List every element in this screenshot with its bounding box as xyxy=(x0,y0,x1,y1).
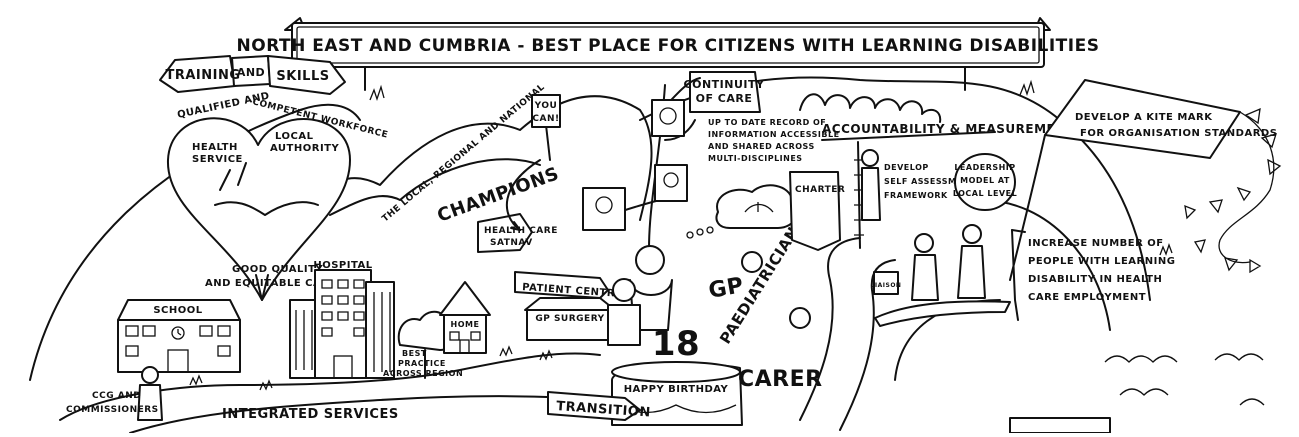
liaison-label: LIAISON xyxy=(871,282,902,289)
develop-2: SELF ASSESSMENT xyxy=(884,177,976,186)
school-label: SCHOOL xyxy=(153,305,202,316)
ribbon-training: TRAINING xyxy=(165,68,240,83)
kite-text-2: FOR ORGANISATION STANDARDS xyxy=(1080,128,1277,139)
leadership-3: LOCAL LEVEL xyxy=(953,189,1017,198)
employment-1: INCREASE NUMBER OF xyxy=(1028,238,1164,249)
grass-bottom xyxy=(189,345,553,391)
photo-frame-bottom xyxy=(582,187,626,231)
ccg-commissioners: CCG AND COMMISSIONERS xyxy=(66,366,163,421)
leadership-1: LEADERSHIP xyxy=(954,163,1015,172)
photo-frame-top xyxy=(651,99,685,137)
charter-label: CHARTER xyxy=(795,185,845,195)
develop-1: DEVELOP xyxy=(884,163,929,172)
home-building: HOME xyxy=(439,281,491,354)
gp-surgery-building: GP SURGERY xyxy=(524,297,616,341)
continuity-desc-1: UP TO DATE RECORD OF xyxy=(708,118,826,127)
heart-local-2: AUTHORITY xyxy=(270,143,339,154)
photo-frame-middle xyxy=(654,164,688,202)
continuity-desc-4: MULTI-DISCIPLINES xyxy=(708,154,803,163)
island-cloud xyxy=(715,184,799,229)
training-skills-ribbon: TRAINING AND SKILLS xyxy=(159,55,346,95)
kite-text-1: DEVELOP A KITE MARK xyxy=(1075,112,1213,123)
heart-handshake: HEALTH SERVICE LOCAL AUTHORITY GOOD QUAL… xyxy=(166,117,351,301)
path-right xyxy=(799,237,861,421)
leadership-2: MODEL AT xyxy=(960,176,1010,185)
transition-label: TRANSITION xyxy=(556,399,651,421)
best-practice-1: BEST xyxy=(402,349,427,358)
banner-title: NORTH EAST AND CUMBRIA - BEST PLACE FOR … xyxy=(237,36,1100,56)
transition-sign: TRANSITION xyxy=(547,391,651,421)
people-group xyxy=(607,245,811,346)
continuity-desc-3: AND SHARED ACROSS xyxy=(708,142,815,151)
liaison-bag xyxy=(873,271,899,295)
sea-waves xyxy=(1009,353,1265,434)
leadership-bubble xyxy=(954,153,1016,211)
hospital-label: HOSPITAL xyxy=(313,260,372,271)
satnav-1: HEALTH CARE xyxy=(484,226,558,236)
hill-champions xyxy=(309,95,653,221)
employment-4: CARE EMPLOYMENT xyxy=(1028,292,1146,303)
path-road-left-lower xyxy=(129,395,611,434)
charter-scroll xyxy=(789,171,841,251)
ribbon-and: AND xyxy=(237,66,265,79)
ribbon-skills: SKILLS xyxy=(276,69,329,84)
hill-champions-inner xyxy=(329,158,541,216)
bushes-top xyxy=(799,93,942,123)
kite-mark: DEVELOP A KITE MARK FOR ORGANISATION STA… xyxy=(1009,79,1282,281)
you-can-2: CAN! xyxy=(532,114,559,124)
you-can-1: YOU xyxy=(534,101,558,111)
hospital-building: HOSPITAL xyxy=(289,260,395,379)
integrated-services-label: INTEGRATED SERVICES xyxy=(222,407,399,422)
path-right-2 xyxy=(839,259,896,431)
surfers-wave: LIAISON xyxy=(871,224,1011,381)
heart-health-2: SERVICE xyxy=(192,154,243,165)
role-carer: CARER xyxy=(738,367,823,392)
continuity-of-care: CONTINUITY OF CARE UP TO DATE RECORD OF … xyxy=(684,71,840,163)
gp-surgery-label: GP SURGERY xyxy=(535,314,604,324)
school-building: SCHOOL xyxy=(117,299,241,373)
accountability-section: ACCOUNTABILITY & MEASUREMENT CHARTER DEV… xyxy=(789,122,1075,251)
heart-local-1: LOCAL xyxy=(275,131,314,142)
cake-greeting: HAPPY BIRTHDAY xyxy=(624,384,729,395)
title-banner: NORTH EAST AND CUMBRIA - BEST PLACE FOR … xyxy=(237,17,1100,91)
continuity-desc-2: INFORMATION ACCESSIBLE xyxy=(708,130,840,139)
employment-2: PEOPLE WITH LEARNING xyxy=(1028,256,1175,267)
role-gp: GP xyxy=(707,273,746,304)
photo-tree xyxy=(582,77,714,271)
develop-3: FRAMEWORK xyxy=(884,191,948,200)
care-quality-2: AND EQUITABLE CARE xyxy=(205,278,337,289)
accountability-title: ACCOUNTABILITY & MEASUREMENT xyxy=(822,122,1075,136)
employment-box: INCREASE NUMBER OF PEOPLE WITH LEARNING … xyxy=(1011,229,1175,321)
ccg-label-2: COMMISSIONERS xyxy=(66,405,159,415)
satnav-2: SATNAV xyxy=(490,238,533,248)
you-can-sign: YOU CAN! xyxy=(531,94,561,161)
best-practice-3: ACROSS REGION xyxy=(383,369,463,378)
ccg-label-1: CCG AND xyxy=(92,391,141,401)
continuity-title-1: CONTINUITY xyxy=(684,78,765,91)
employment-3: DISABILITY IN HEALTH xyxy=(1028,274,1162,285)
grass-tufts xyxy=(369,79,1173,256)
continuity-title-2: OF CARE xyxy=(696,92,753,105)
care-quality-1: GOOD QUALITY xyxy=(232,264,323,275)
home-label: HOME xyxy=(451,320,480,329)
patient-centric-arrow: PATIENT CENTRIC xyxy=(514,271,627,300)
heart-health-1: HEALTH xyxy=(192,142,238,153)
best-practice-2: PRACTICE xyxy=(398,359,446,368)
satnav-sign: HEALTH CARE SATNAV xyxy=(477,159,558,253)
